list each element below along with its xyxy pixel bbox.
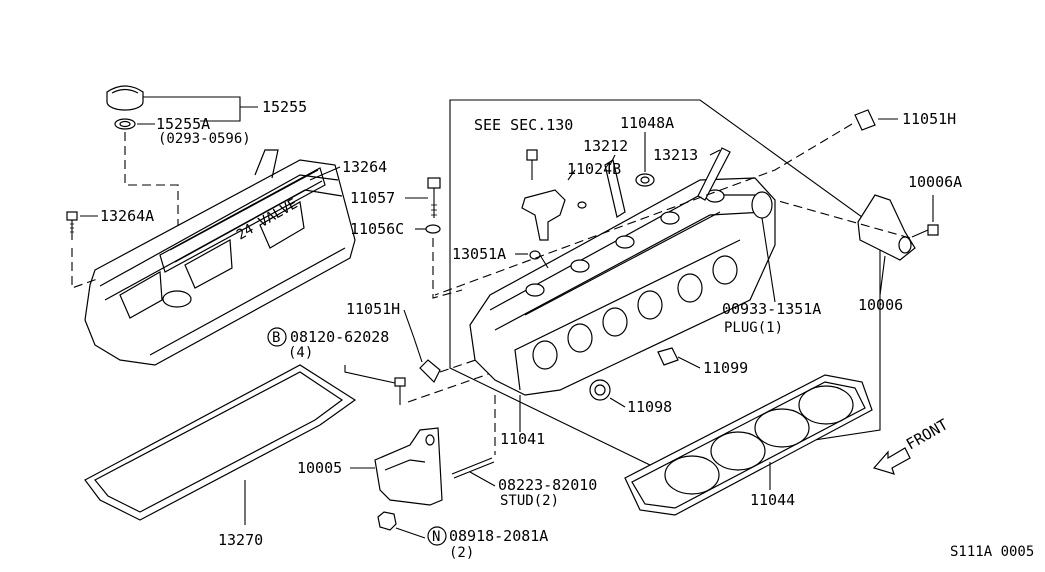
label-11098: 11098 [627, 398, 672, 416]
pin [697, 147, 731, 201]
label-13264A: 13264A [100, 207, 154, 225]
small-washer [529, 250, 541, 260]
stud [451, 457, 495, 479]
b-marker-circle [267, 327, 287, 347]
label-00933: 00933-1351A [722, 300, 821, 318]
camshaft-bracket [521, 189, 566, 241]
label-08120-62028: 08120-62028 [290, 328, 389, 346]
front-arrow-icon [872, 447, 911, 475]
label-11041: 11041 [500, 430, 545, 448]
seal-bolt [526, 149, 538, 180]
label-15255: 15255 [262, 98, 307, 116]
label-front: FRONT [903, 415, 951, 453]
label-stud-qty: STUD(2) [500, 493, 559, 509]
engine-bracket-front [374, 427, 443, 506]
spacer [604, 159, 626, 218]
label-11024B: 11024B [567, 160, 621, 178]
engine-bracket-rear [857, 194, 916, 261]
n-marker: N [432, 529, 440, 545]
label-11044: 11044 [750, 491, 795, 509]
seal-ring [635, 173, 655, 187]
cylinder-head [469, 177, 776, 396]
oil-filler-cap [106, 85, 144, 111]
label-08120-qty: (4) [288, 345, 313, 361]
label-13051A: 13051A [452, 245, 506, 263]
plug-top [854, 109, 876, 131]
label-11051H-left: 11051H [346, 300, 400, 318]
label-13213: 13213 [653, 146, 698, 164]
label-11048A: 11048A [620, 114, 674, 132]
cover-bolt [66, 211, 78, 240]
diagram-code: S111A 0005 [950, 544, 1034, 560]
label-10006: 10006 [858, 296, 903, 314]
label-08918-qty: (2) [449, 545, 474, 561]
plug-left [419, 359, 441, 384]
label-08223: 08223-82010 [498, 476, 597, 494]
label-13270: 13270 [218, 531, 263, 549]
head-bolt-washer [425, 224, 441, 234]
label-15255A: 15255A [156, 115, 210, 133]
cylinder-head-gasket [624, 374, 873, 516]
label-see-sec: SEE SEC.130 [474, 116, 573, 134]
seal-11099 [657, 347, 679, 366]
bracket-nut [377, 511, 397, 531]
label-15255A-range: (0293-0596) [158, 131, 251, 147]
label-10005: 10005 [297, 459, 342, 477]
rear-bracket-bolt [911, 224, 939, 238]
label-13264: 13264 [342, 158, 387, 176]
label-08918: 08918-2081A [449, 527, 548, 545]
oil-cap-gasket [114, 118, 136, 130]
n-marker-circle [427, 526, 447, 546]
bracket-bolt [394, 377, 406, 405]
label-plug-qty: PLUG(1) [724, 320, 783, 336]
head-bolt [427, 177, 441, 218]
label-11056C: 11056C [350, 220, 404, 238]
seal-11098 [589, 379, 611, 401]
label-11051H-top: 11051H [902, 110, 956, 128]
label-10006A: 10006A [908, 173, 962, 191]
label-13212: 13212 [583, 137, 628, 155]
rocker-cover-gasket [84, 364, 357, 521]
b-marker: B [272, 330, 280, 346]
cylinder-head-group-frame [449, 99, 881, 466]
small-seal [577, 201, 587, 209]
rocker-cover: 24 VALVE [84, 149, 356, 366]
label-11057: 11057 [350, 189, 395, 207]
label-11099: 11099 [703, 359, 748, 377]
